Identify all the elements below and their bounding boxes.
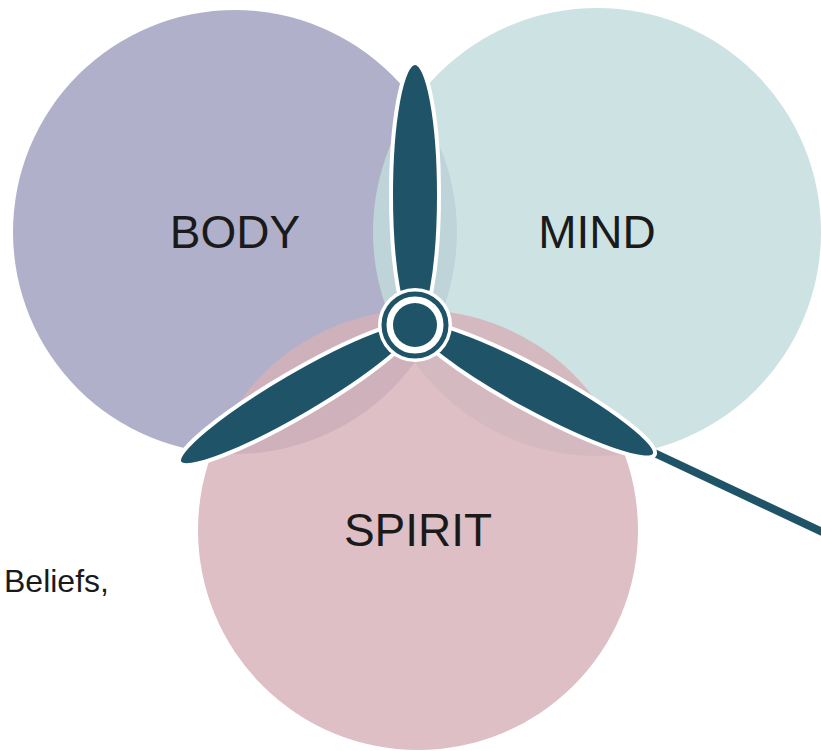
propeller-blade (391, 63, 439, 327)
propeller-hub-core (393, 303, 437, 347)
propeller-hub-ring (384, 294, 446, 356)
circle-node: SPIRIT (198, 310, 638, 750)
circle-label: SPIRIT (344, 503, 492, 557)
propeller-blade (168, 306, 425, 481)
propeller-hub (378, 288, 452, 362)
circle-label: MIND (538, 205, 656, 259)
circle-fill (198, 310, 638, 750)
circle-label: BODY (170, 205, 300, 259)
text-label: Beliefs, (4, 563, 109, 600)
propeller-line (648, 450, 821, 538)
propeller-blade (405, 306, 665, 474)
